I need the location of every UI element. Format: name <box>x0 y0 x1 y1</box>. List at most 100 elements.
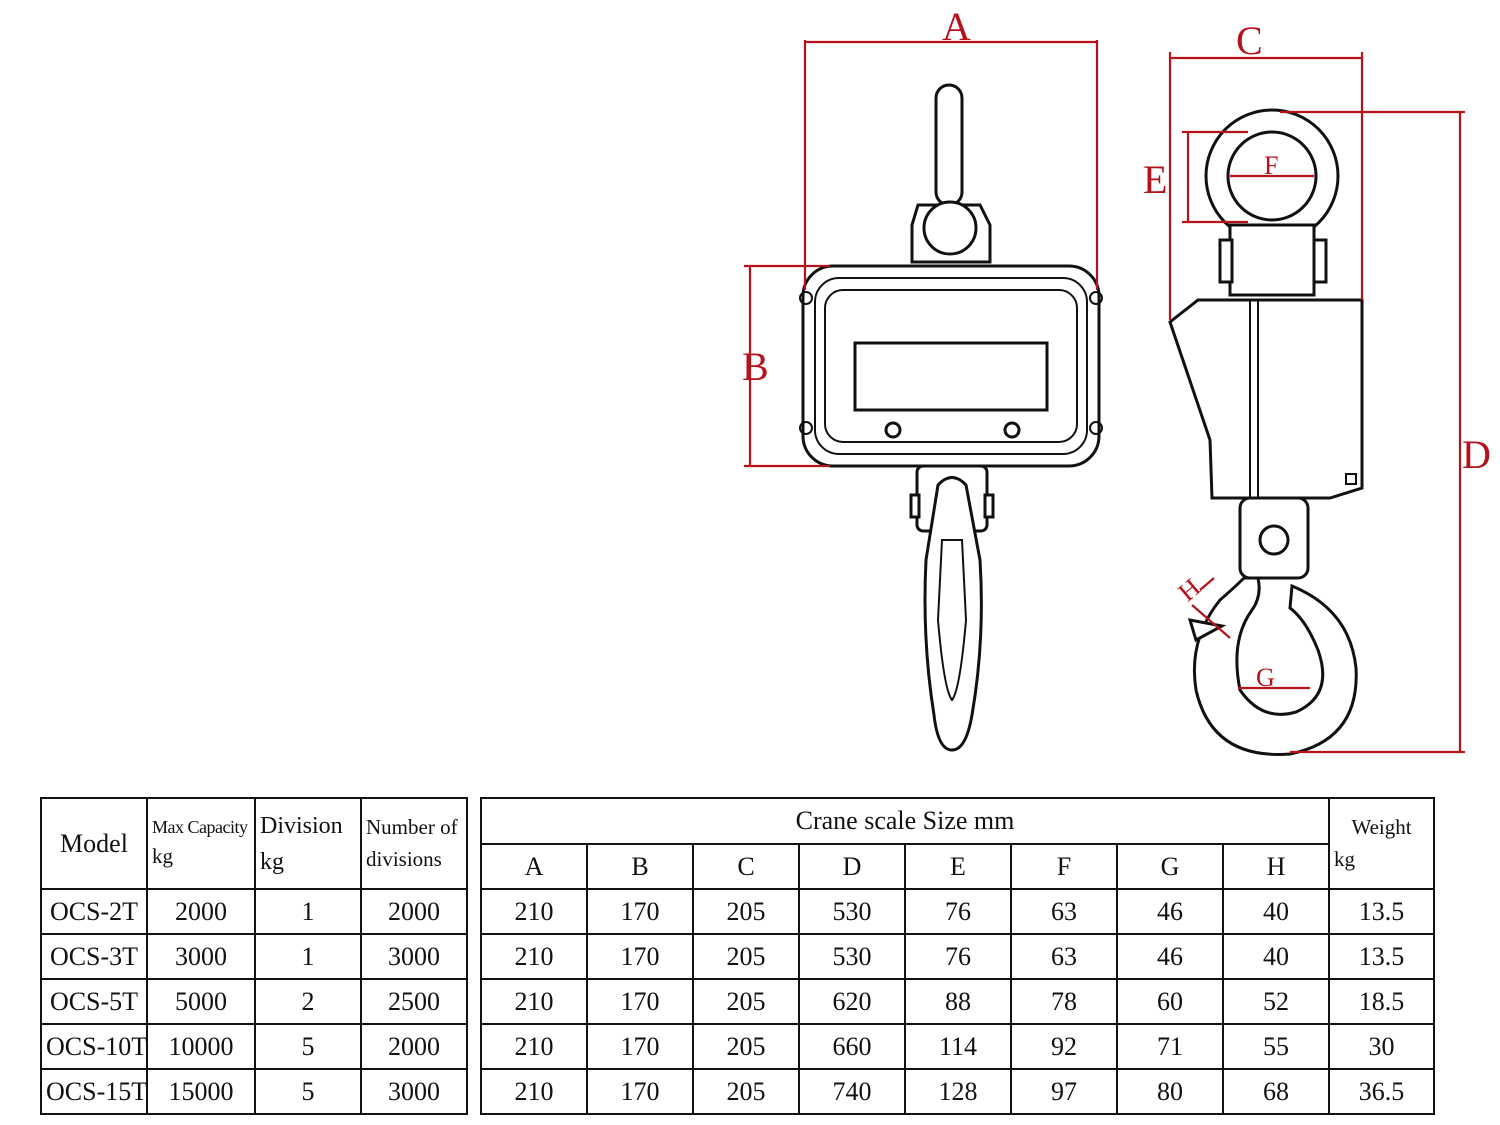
cell-dim-g: 46 <box>1116 888 1224 935</box>
cell-weight: 13.5 <box>1328 888 1436 935</box>
cell-weight: 30 <box>1328 1023 1436 1070</box>
side-hook <box>1192 576 1358 756</box>
cell-model: OCS-10T <box>40 1023 148 1070</box>
header-dim-g: G <box>1116 843 1224 890</box>
cell-model: OCS-5T <box>40 978 148 1025</box>
clevis-bolt <box>983 493 995 519</box>
cell-dim-a: 210 <box>480 888 588 935</box>
dim-label-h: H <box>1173 573 1206 607</box>
header-model: Model <box>40 797 148 890</box>
cell-dim-f: 97 <box>1010 1068 1118 1115</box>
cell-capacity: 10000 <box>146 1023 256 1070</box>
cell-dim-f: 78 <box>1010 978 1118 1025</box>
front-shackle-bar <box>934 83 964 207</box>
cell-dim-h: 55 <box>1221 1023 1331 1070</box>
cell-divisions: 2500 <box>360 978 468 1025</box>
cell-division: 5 <box>254 1023 362 1070</box>
cell-dim-e: 76 <box>904 888 1012 935</box>
dim-label-f: F <box>1264 151 1278 180</box>
side-shackle-neck <box>1228 223 1316 297</box>
dimension-lines <box>744 40 1465 754</box>
cell-dim-g: 71 <box>1116 1023 1224 1070</box>
header-weight-unit: kg <box>1334 846 1356 871</box>
header-max-capacity: Max Capacity kg <box>146 797 256 890</box>
cell-dim-c: 205 <box>692 978 800 1025</box>
cell-dim-b: 170 <box>586 1023 694 1070</box>
crane-scale-drawing: A B C D E F G H <box>742 4 1491 756</box>
header-weight-label: Weight <box>1351 815 1412 839</box>
cell-weight: 13.5 <box>1328 933 1436 980</box>
cell-division: 2 <box>254 978 362 1025</box>
cell-capacity: 3000 <box>146 933 256 980</box>
header-dim-a: A <box>480 843 588 890</box>
cell-division: 5 <box>254 1068 362 1115</box>
cell-capacity: 5000 <box>146 978 256 1025</box>
dim-label-g: G <box>1256 663 1275 692</box>
front-button-right <box>1003 421 1021 439</box>
header-dim-f: F <box>1010 843 1118 890</box>
front-hook <box>923 476 983 752</box>
front-housing-rim <box>814 277 1088 455</box>
cell-dim-h: 52 <box>1221 978 1331 1025</box>
table-row: OCS-2T 2000 1 2000 210 170 205 530 76 63… <box>40 888 1436 935</box>
dim-label-c: C <box>1236 18 1263 63</box>
header-max-capacity-label: Max Capacity <box>152 817 248 838</box>
table-row: OCS-5T 5000 2 2500 210 170 205 620 88 78… <box>40 978 1436 1025</box>
cell-dim-g: 60 <box>1116 978 1224 1025</box>
cell-dim-c: 205 <box>692 933 800 980</box>
cell-division: 1 <box>254 888 362 935</box>
cell-dim-h: 40 <box>1221 933 1331 980</box>
cell-dim-d: 740 <box>798 1068 906 1115</box>
cell-dim-a: 210 <box>480 1068 588 1115</box>
cell-dim-e: 76 <box>904 933 1012 980</box>
header-dim-d: D <box>798 843 906 890</box>
clevis-bolt <box>909 493 921 519</box>
table-subheader-row: A B C D E F G H <box>41 843 1434 890</box>
side-view <box>1168 108 1364 756</box>
cell-dim-a: 210 <box>480 978 588 1025</box>
cell-dim-e: 128 <box>904 1068 1012 1115</box>
cell-dim-b: 170 <box>586 933 694 980</box>
side-body-port <box>1345 473 1357 485</box>
cell-dim-b: 170 <box>586 1068 694 1115</box>
side-clevis-pin <box>1258 524 1290 556</box>
table-row: OCS-3T 3000 1 3000 210 170 205 530 76 63… <box>40 933 1436 980</box>
cell-dim-f: 63 <box>1010 933 1118 980</box>
header-divisions-line2: divisions <box>366 846 442 871</box>
dim-label-d: D <box>1462 432 1491 477</box>
corner-tab <box>799 421 813 435</box>
cell-divisions: 3000 <box>360 933 468 980</box>
cell-dim-b: 170 <box>586 888 694 935</box>
cell-dim-d: 660 <box>798 1023 906 1070</box>
dim-label-a: A <box>942 4 971 49</box>
corner-tab <box>1089 291 1103 305</box>
header-size-group: Crane scale Size mm <box>479 797 1331 845</box>
header-dim-c: C <box>692 843 800 890</box>
header-divisions-line1: Number of <box>366 815 458 839</box>
header-division-label: Division <box>260 812 343 839</box>
header-dim-h: H <box>1221 843 1331 890</box>
cell-dim-e: 114 <box>904 1023 1012 1070</box>
cell-dim-c: 205 <box>692 888 800 935</box>
cell-dim-b: 170 <box>586 978 694 1025</box>
dim-label-e: E <box>1143 157 1167 202</box>
front-shackle-pin <box>922 200 978 256</box>
cell-dim-d: 530 <box>798 888 906 935</box>
cell-dim-d: 530 <box>798 933 906 980</box>
side-body <box>1168 298 1364 500</box>
cell-capacity: 15000 <box>146 1068 256 1115</box>
corner-tab <box>1089 421 1103 435</box>
side-shackle-lug <box>1312 238 1328 284</box>
spec-table: Model Max Capacity kg Division kg Number… <box>40 797 1436 1115</box>
cell-dim-g: 46 <box>1116 933 1224 980</box>
display-window <box>853 341 1049 412</box>
table-row: OCS-10T 10000 5 2000 210 170 205 660 114… <box>40 1023 1436 1070</box>
cell-divisions: 2000 <box>360 888 468 935</box>
cell-dim-e: 88 <box>904 978 1012 1025</box>
cell-capacity: 2000 <box>146 888 256 935</box>
cell-divisions: 2000 <box>360 1023 468 1070</box>
cell-dim-g: 80 <box>1116 1068 1224 1115</box>
header-number-of-divisions: Number of divisions <box>360 797 468 890</box>
cell-divisions: 3000 <box>360 1068 468 1115</box>
front-housing-face <box>824 289 1078 443</box>
